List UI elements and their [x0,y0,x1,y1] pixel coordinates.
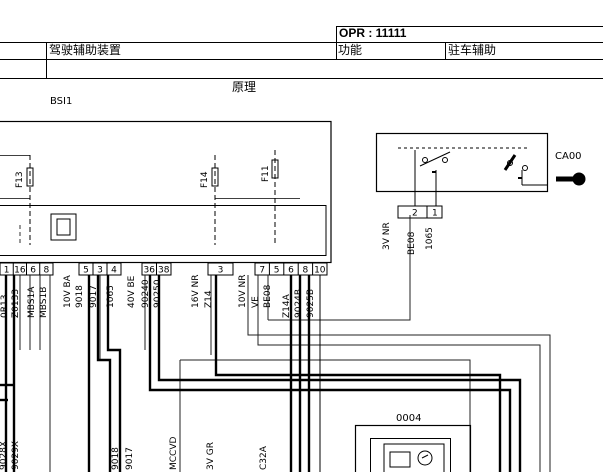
ca00-pin-label: 2 [412,209,418,219]
wire-label-w-9017-b: 9017 [125,447,135,470]
wire-label-w-c32a: C32A [259,445,269,470]
bsi-module: BSI1 [0,96,332,264]
bsi-pin-label: 3 [97,266,103,276]
ca00-pin-label: 1 [432,209,438,219]
bsi-pin-label: 8 [303,266,309,276]
bsi-pin-label: 5 [274,266,280,276]
header-table [0,26,603,79]
bsi-pin-label: 3 [218,266,224,276]
wire-label-w-9028x: 9028X [0,441,9,470]
bsi-pin-label: 1 [4,266,10,276]
wire-label-w-9025b: 9025B [306,289,316,318]
wire-label-w-9018-b: 9018 [111,447,121,470]
wire-label-w-1065-ca: 1065 [425,227,435,250]
bsi-pin-label: 10 [314,266,326,276]
module-0004-label: 0004 [396,413,421,424]
wire-label-w-be08-ca: BE08 [407,231,417,255]
wire-label-w-0r13: 0R13 [0,295,10,318]
bsi-pin-label: 6 [288,266,294,276]
section-title: 原理 [232,80,257,94]
thick-wires [0,275,522,472]
wire-label-w-ve: VE [251,296,261,308]
wire-label-w-90250: 90250 [153,279,163,308]
wire-label-w-mccvd: MCCVD [169,437,179,470]
fuse-f11-label: F11 [261,165,271,182]
bsi-pin-label: 4 [111,266,117,276]
module-0004: 0004 [354,413,472,472]
fuse-f14: F14 [200,155,219,245]
opr-label: OPR : 11111 [339,26,407,40]
wire-label-w-10v-nr: 10V NR [238,275,248,308]
bsi-pin-label: 36 [144,266,156,276]
bsi-pin-label: 16 [14,266,26,276]
bsi-pin-label: 5 [83,266,89,276]
chip-icon [50,213,77,241]
fuse-f13: F13 [15,155,34,245]
system-label: 驾驶辅助装置 [49,43,122,57]
bsi-pin-label: 6 [30,266,36,276]
wire-label-w-mbs1a: MBS1A [27,286,37,318]
wire-label-w-40v-be: 40V BE [127,275,137,308]
fuse-f11: F11 [261,150,279,245]
ca00-label: CA00 [555,151,582,162]
wire-label-w-3v-nr: 3V NR [382,222,392,250]
wire-label-w-9018: 9018 [75,285,85,308]
wire-label-w-3v-gr: 3V GR [206,442,216,470]
wire-label-w-z0133: Z0133 [11,289,21,318]
wire-label-w-16v-nr: 16V NR [191,275,201,308]
wire-label-w-9017: 9017 [89,285,99,308]
fuse-f14-label: F14 [200,171,210,188]
bsi-internal-lines [0,155,300,245]
thin-wires [19,215,551,472]
bsi-pin-label: 7 [259,266,265,276]
wire-label-w-10v-ba: 10V BA [63,274,73,308]
bsi-pin-label: 8 [44,266,50,276]
wire-label-w-z14: Z14 [204,290,214,308]
wire-label-w-be08: BE08 [263,284,273,308]
wire-label-w-9029x: 9029X [11,441,21,470]
fuse-f13-label: F13 [15,171,25,188]
function-value: 驻车辅助 [448,43,497,57]
ca00-switch: CA00 [375,132,586,219]
wire-label-w-z14a: Z14A [282,293,292,318]
wire-label-w-90240: 90240 [141,279,151,308]
bsi-pin-label: 38 [158,266,170,276]
function-label: 功能 [338,43,363,57]
wire-label-w-mbs1b: MBS1B [39,287,49,318]
bsi-label: BSI1 [50,96,72,107]
wire-label-w-1065: 1065 [106,285,116,308]
wire-label-w-9024b: 9024B [294,289,304,318]
